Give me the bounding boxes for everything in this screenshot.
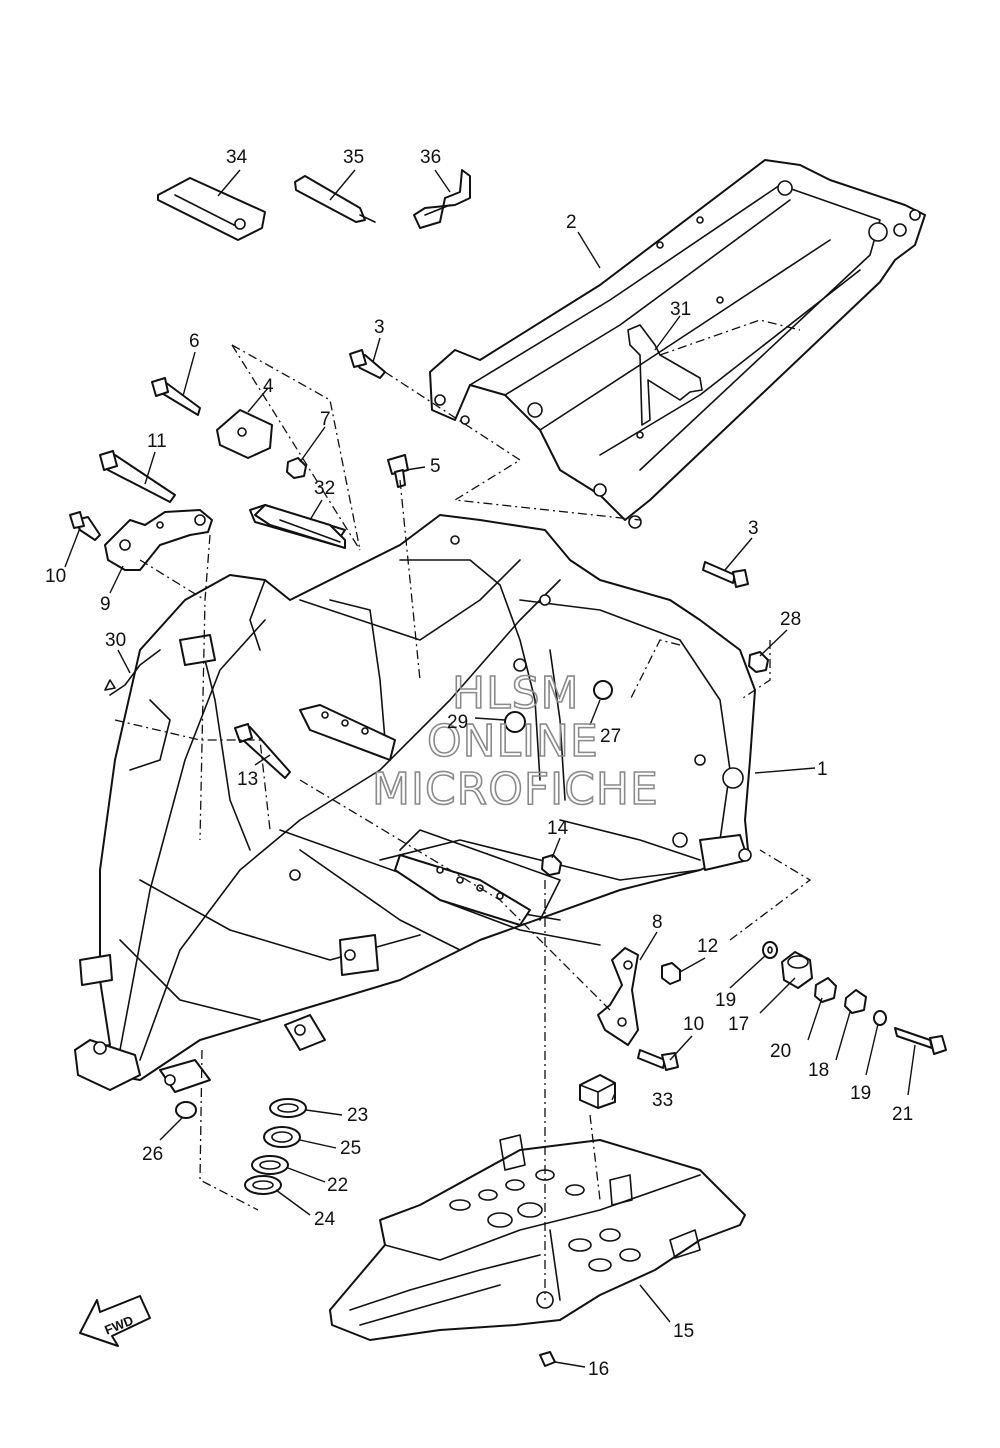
callout-24: 24 (314, 1209, 336, 1230)
callout-21: 21 (892, 1104, 913, 1125)
callout-14: 14 (547, 818, 569, 839)
callout-18: 18 (808, 1060, 829, 1081)
watermark-line-2: ONLINE (427, 716, 599, 767)
part-29-grommet (504, 711, 526, 733)
part-36-band (413, 169, 471, 229)
callout-31: 31 (670, 299, 691, 320)
callout-7: 7 (320, 409, 331, 430)
callout-26: 26 (142, 1144, 163, 1165)
fwd-arrow: FWD (79, 1295, 151, 1347)
watermark-line-3: MICROFICHE (372, 764, 659, 815)
callout-25: 25 (340, 1138, 361, 1159)
callout-16: 16 (588, 1359, 609, 1380)
part-27-grommet (593, 680, 613, 700)
callout-6: 6 (189, 331, 200, 352)
part-12-nut (661, 962, 681, 985)
part-7-nut (286, 457, 307, 479)
callout-33: 33 (652, 1090, 673, 1111)
callout-23: 23 (347, 1105, 368, 1126)
skid-plate (329, 1134, 746, 1341)
part-34-cushion (157, 177, 266, 241)
callout-35: 35 (343, 147, 364, 168)
callout-3a: 3 (374, 317, 385, 338)
callout-15: 15 (673, 1321, 694, 1342)
callout-8: 8 (652, 912, 663, 933)
callout-10b: 10 (683, 1014, 704, 1035)
callout-1: 1 (817, 759, 828, 780)
part-31-bracket (627, 324, 703, 426)
rear-subframe (429, 159, 926, 529)
part-8-bracket (597, 947, 639, 1046)
callout-22: 22 (327, 1175, 348, 1196)
callout-10a: 10 (45, 566, 66, 587)
part-9-bracket (104, 509, 213, 571)
callout-20: 20 (770, 1041, 791, 1062)
callout-34: 34 (226, 147, 248, 168)
callout-28: 28 (780, 609, 801, 630)
callout-27: 27 (600, 726, 621, 747)
part-17-bushing (781, 951, 813, 989)
callout-36: 36 (420, 147, 441, 168)
part-26-grommet (175, 1101, 197, 1119)
callout-5: 5 (430, 456, 441, 477)
watermark-line-1: HLSM (452, 668, 580, 719)
callouts: 34 35 36 2 31 3 6 4 7 11 5 32 3 10 9 28 … (45, 147, 913, 1380)
part-30-wire (104, 649, 161, 696)
assembly-lines (114, 319, 812, 1300)
callout-32: 32 (314, 478, 335, 499)
part-28-nut (748, 651, 769, 673)
callout-3b: 3 (748, 518, 759, 539)
callout-13: 13 (237, 769, 258, 790)
part-20-collar (814, 977, 837, 1003)
part-21-bolt (894, 1027, 933, 1049)
callout-29: 29 (447, 712, 468, 733)
callout-12: 12 (697, 936, 718, 957)
callout-30: 30 (105, 630, 126, 651)
callout-4: 4 (263, 376, 274, 397)
callout-19b: 19 (850, 1083, 871, 1104)
callout-2: 2 (566, 212, 577, 233)
callout-17: 17 (728, 1014, 749, 1035)
watermark: HLSM ONLINE MICROFICHE (371, 667, 659, 816)
callout-19a: 19 (715, 990, 736, 1011)
callout-11: 11 (147, 431, 167, 452)
callout-9: 9 (100, 594, 111, 615)
part-19-washer-right (873, 1010, 887, 1026)
leader-lines (64, 169, 916, 1368)
part-18-bushing (844, 989, 867, 1014)
